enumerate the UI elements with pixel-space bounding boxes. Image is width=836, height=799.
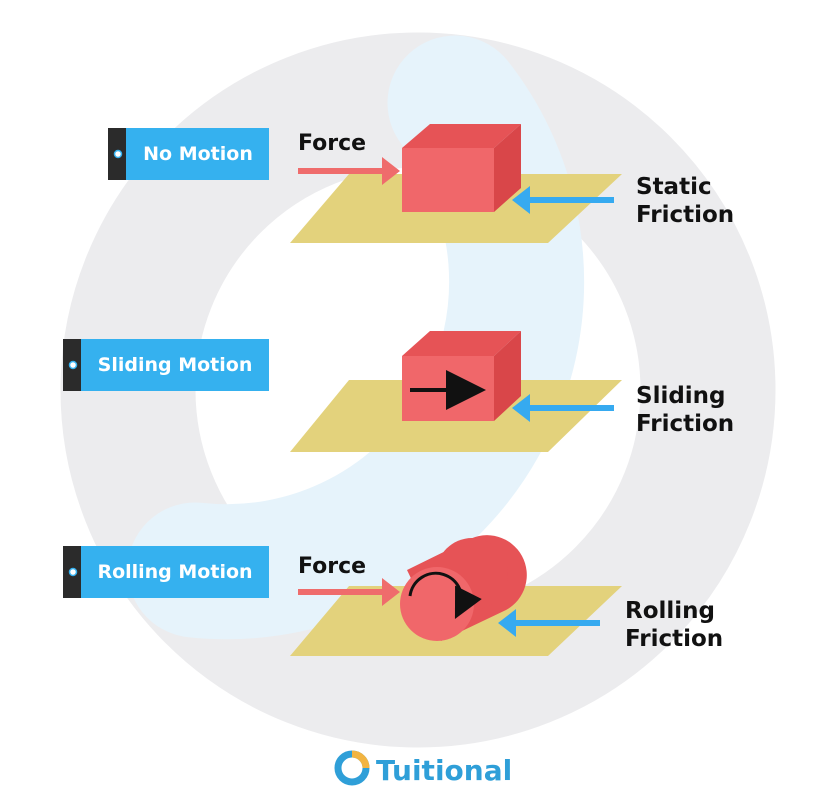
friction-label-line2: Friction bbox=[636, 411, 734, 437]
friction-arrow bbox=[512, 394, 614, 422]
block-side bbox=[494, 331, 521, 421]
tag-no-motion-blue bbox=[126, 128, 269, 180]
tag-dot-icon bbox=[68, 567, 78, 577]
friction-label-line2: Friction bbox=[625, 626, 723, 652]
block-side bbox=[494, 124, 521, 212]
block-object bbox=[402, 124, 521, 212]
tag-sliding-motion: Sliding Motion bbox=[63, 339, 269, 391]
force-arrow bbox=[298, 578, 400, 606]
tag-rolling-motion: Rolling Motion bbox=[63, 546, 269, 598]
cylinder-object bbox=[400, 535, 527, 641]
ring-logo-icon bbox=[334, 750, 370, 786]
brand-logo: Tuitional bbox=[334, 750, 512, 787]
friction-arrow bbox=[498, 609, 600, 637]
block-top bbox=[402, 331, 521, 356]
tag-sliding-blue bbox=[81, 339, 269, 391]
force-label: Force bbox=[298, 131, 366, 156]
friction-label-line1: Static bbox=[636, 174, 712, 200]
row-no-motion: No Motion Force Static Friction bbox=[108, 124, 734, 243]
force-label: Force bbox=[298, 554, 366, 579]
row-sliding-motion: Sliding Motion Sliding Friction bbox=[63, 331, 734, 452]
tag-rolling-blue bbox=[81, 546, 269, 598]
row-rolling-motion: Rolling Motion Force Rolling Friction bbox=[63, 535, 723, 656]
friction-label-line2: Friction bbox=[636, 202, 734, 228]
friction-arrow bbox=[512, 186, 614, 214]
rotation-arrow-icon bbox=[408, 571, 482, 620]
block-top bbox=[402, 124, 521, 148]
brand-name: Tuitional bbox=[376, 754, 512, 787]
tag-no-motion-label: No Motion bbox=[143, 143, 253, 165]
friction-label-line1: Sliding bbox=[636, 383, 726, 409]
force-arrow bbox=[298, 157, 400, 185]
tag-no-motion: No Motion bbox=[108, 128, 269, 180]
friction-label-line1: Rolling bbox=[625, 598, 715, 624]
tag-dot-icon bbox=[113, 149, 123, 159]
tag-rolling-motion-label: Rolling Motion bbox=[97, 561, 252, 583]
tag-sliding-motion-label: Sliding Motion bbox=[98, 354, 253, 376]
block-front bbox=[402, 148, 494, 212]
tag-dot-icon bbox=[68, 360, 78, 370]
block-object bbox=[402, 331, 521, 421]
